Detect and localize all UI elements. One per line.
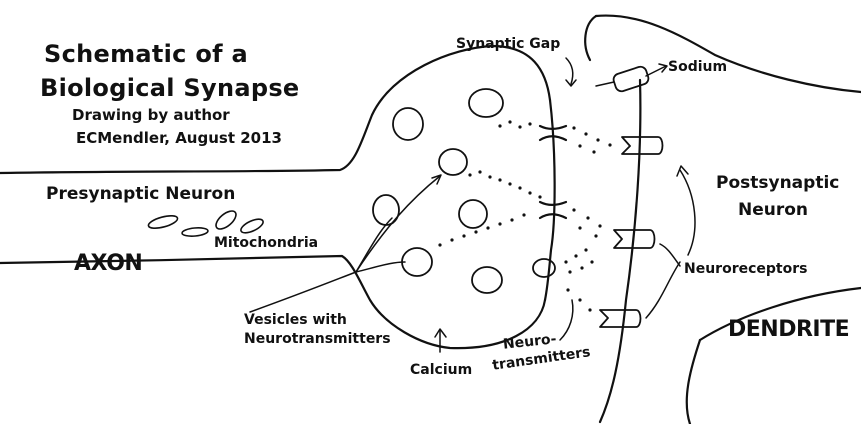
dendrite-label: DENDRITE (728, 318, 849, 341)
postsynaptic-membrane (600, 80, 640, 422)
presynaptic-neuron-label: Presynaptic Neuron (46, 186, 235, 204)
vesicle (469, 89, 503, 117)
neuroreceptor (622, 137, 663, 154)
calcium-label: Calcium (410, 363, 472, 378)
sodium-label: Sodium (668, 60, 727, 75)
vesicles-label-line-1: Vesicles with (244, 313, 347, 328)
mitochondrion (239, 216, 265, 235)
credit-line-2: ECMendler, August 2013 (76, 131, 282, 147)
synaptic-gap-label: Synaptic Gap (456, 37, 560, 52)
vesicle (439, 149, 467, 175)
title-line-1: Schematic of a (44, 42, 248, 67)
dendrite-lower-membrane-end (687, 340, 700, 424)
dendrite-upper-membrane (596, 16, 861, 92)
mitochondrion (147, 213, 179, 230)
postsynaptic-neuron-label-line-2: Neuron (738, 202, 808, 220)
axon-label: AXON (74, 252, 142, 275)
mitochondria-label: Mitochondria (214, 236, 318, 251)
title-line-2: Biological Synapse (40, 76, 300, 101)
vesicle-releasing (533, 259, 555, 277)
presynaptic-membrane (545, 100, 555, 300)
credit-line-1: Drawing by author (72, 108, 230, 124)
neuroreceptors-label: Neuroreceptors (684, 262, 807, 277)
mitochondrion (213, 208, 239, 233)
mitochondrion (182, 227, 209, 237)
vesicles-label-line-2: Neurotransmitters (244, 332, 391, 347)
vesicle (402, 248, 432, 276)
vesicle (459, 200, 487, 228)
dendrite-tip (585, 16, 596, 60)
neuroreceptor (600, 310, 641, 327)
vesicle (472, 267, 502, 293)
postsynaptic-neuron-label-line-1: Postsynaptic (716, 175, 839, 193)
vesicle (393, 108, 423, 140)
sodium-channel (612, 65, 650, 93)
